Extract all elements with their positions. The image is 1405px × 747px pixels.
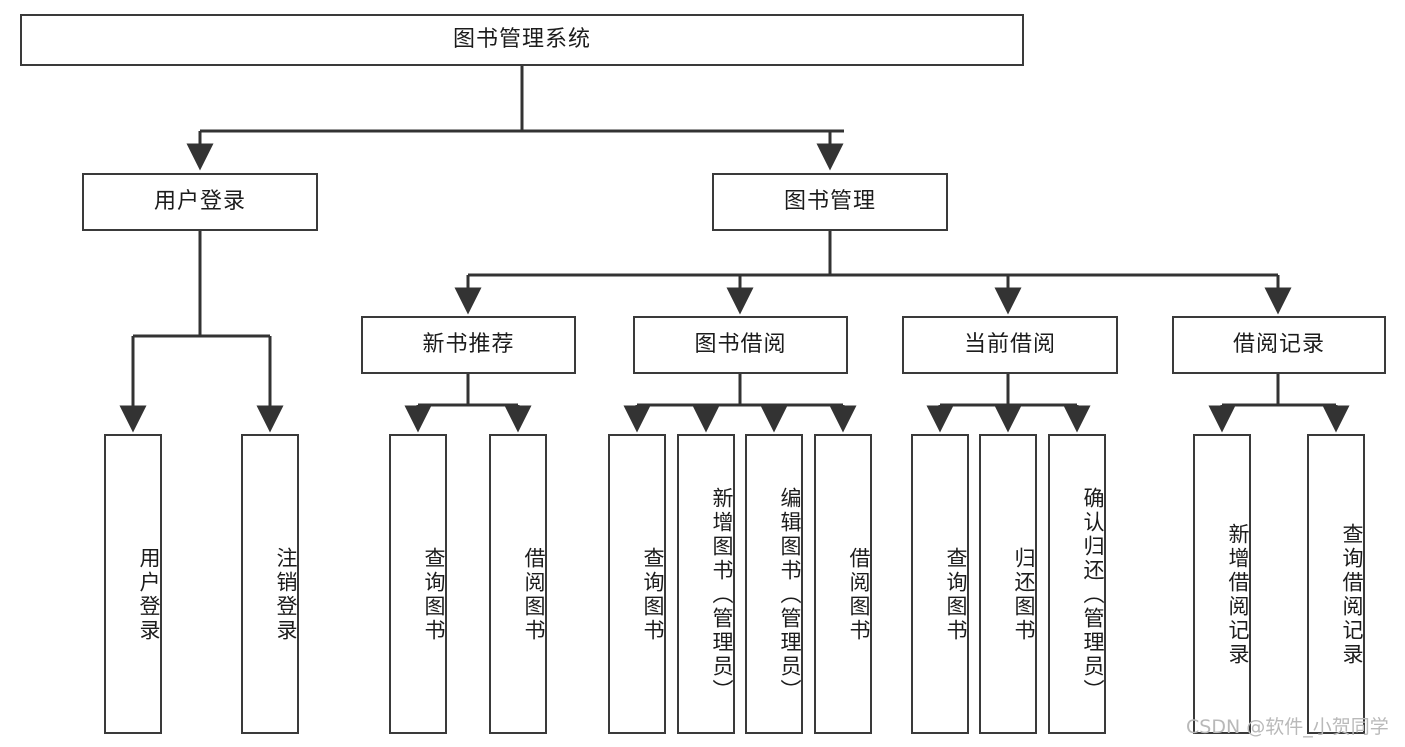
node-leaf-confirm-return[interactable]: 确认归还（管理员） (1048, 434, 1106, 734)
node-leaf-user-login[interactable]: 用户登录 (104, 434, 162, 734)
node-bookmgmt[interactable]: 图书管理 (712, 173, 948, 231)
node-leaf-confirm-return-label: 确认归还（管理员） (1081, 487, 1105, 703)
node-leaf-add-record-label: 新增借阅记录 (1226, 523, 1250, 667)
node-leaf-query-book-3-label: 查询图书 (944, 547, 968, 643)
node-leaf-query-book-2[interactable]: 查询图书 (608, 434, 666, 734)
node-leaf-return-book[interactable]: 归还图书 (979, 434, 1037, 734)
node-leaf-add-record[interactable]: 新增借阅记录 (1193, 434, 1251, 734)
node-root-label: 图书管理系统 (452, 26, 591, 52)
node-borrow-label: 图书借阅 (694, 331, 787, 357)
node-leaf-query-record[interactable]: 查询借阅记录 (1307, 434, 1365, 734)
node-current-label: 当前借阅 (963, 331, 1056, 357)
node-record[interactable]: 借阅记录 (1172, 316, 1386, 374)
node-current[interactable]: 当前借阅 (902, 316, 1118, 374)
node-login-label: 用户登录 (153, 188, 246, 214)
node-root[interactable]: 图书管理系统 (20, 14, 1024, 66)
node-leaf-user-login-label: 用户登录 (137, 547, 161, 643)
node-bookmgmt-label: 图书管理 (783, 188, 876, 214)
node-leaf-add-book-label: 新增图书（管理员） (710, 487, 734, 703)
node-newbook-label: 新书推荐 (422, 331, 515, 357)
node-leaf-logout[interactable]: 注销登录 (241, 434, 299, 734)
node-leaf-borrow-book-2[interactable]: 借阅图书 (814, 434, 872, 734)
node-leaf-add-book[interactable]: 新增图书（管理员） (677, 434, 735, 734)
node-leaf-query-book-2-label: 查询图书 (641, 547, 665, 643)
node-leaf-return-book-label: 归还图书 (1012, 547, 1036, 643)
node-leaf-borrow-book-2-label: 借阅图书 (847, 547, 871, 643)
node-login[interactable]: 用户登录 (82, 173, 318, 231)
node-record-label: 借阅记录 (1232, 331, 1325, 357)
node-leaf-edit-book-label: 编辑图书（管理员） (778, 487, 802, 703)
node-leaf-borrow-book-1[interactable]: 借阅图书 (489, 434, 547, 734)
node-leaf-query-book-1[interactable]: 查询图书 (389, 434, 447, 734)
node-leaf-query-record-label: 查询借阅记录 (1340, 523, 1364, 667)
csdn-watermark: CSDN @软件_小贺同学 (1186, 716, 1389, 738)
node-leaf-query-book-3[interactable]: 查询图书 (911, 434, 969, 734)
node-leaf-query-book-1-label: 查询图书 (422, 547, 446, 643)
node-leaf-logout-label: 注销登录 (274, 547, 298, 643)
node-leaf-edit-book[interactable]: 编辑图书（管理员） (745, 434, 803, 734)
node-borrow[interactable]: 图书借阅 (633, 316, 848, 374)
node-leaf-borrow-book-1-label: 借阅图书 (522, 547, 546, 643)
node-newbook[interactable]: 新书推荐 (361, 316, 576, 374)
